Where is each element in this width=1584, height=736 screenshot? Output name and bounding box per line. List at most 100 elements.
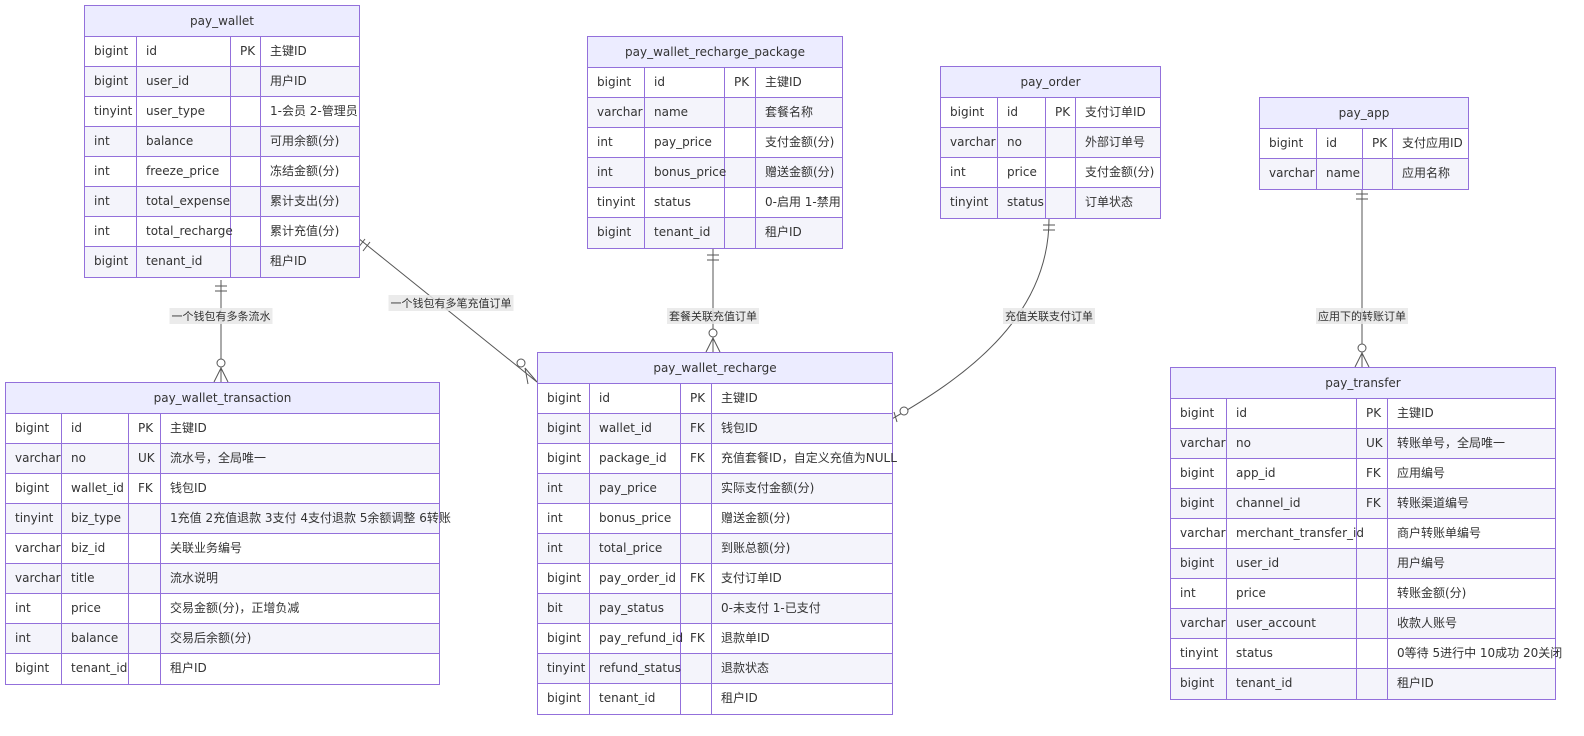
attr-name: total_recharge <box>137 217 233 246</box>
attr-type: bigint <box>538 624 590 653</box>
attr-name: biz_type <box>62 504 129 533</box>
attr-type: int <box>941 158 998 187</box>
relationship-label: 一个钱包有多笔充值订单 <box>388 295 514 311</box>
attr-name: tenant_id <box>1227 669 1357 699</box>
attr-comment: 流水说明 <box>170 571 219 585</box>
attr-type: bigint <box>538 564 590 593</box>
attr-name: pay_status <box>590 594 681 623</box>
attr-key: PK <box>1357 399 1388 428</box>
attr-key <box>231 217 261 246</box>
attr-name: user_type <box>137 97 231 126</box>
attr-key <box>231 67 261 96</box>
attr-key: FK <box>681 444 712 473</box>
attr-name: total_price <box>590 534 681 563</box>
attr-name: biz_id <box>62 534 129 563</box>
attr-name: name <box>1317 159 1363 189</box>
attr-name: id <box>645 68 725 97</box>
attr-type: int <box>538 474 590 503</box>
attr-name: id <box>590 384 681 413</box>
attr-comment: 0-启用 1-禁用 <box>765 195 841 209</box>
attr-name: bonus_price <box>590 504 681 533</box>
attr-type: bigint <box>941 98 998 127</box>
attr-comment: 外部订单号 <box>1085 135 1146 149</box>
attr-comment: 商户转账单编号 <box>1397 526 1482 540</box>
attr-comment: 实际支付金额(分) <box>721 481 815 495</box>
attr-comment: 支付应用ID <box>1402 136 1463 150</box>
attr-type: bigint <box>1171 399 1227 428</box>
attr-name: id <box>137 37 231 66</box>
relationship-line <box>889 218 1050 421</box>
attr-type: varchar <box>1260 159 1317 189</box>
attr-type: varchar <box>1171 609 1227 638</box>
attr-key <box>1357 639 1388 668</box>
attr-type: bit <box>538 594 590 623</box>
attr-type: int <box>85 157 137 186</box>
attr-name: user_account <box>1227 609 1357 638</box>
attr-name: tenant_id <box>645 218 725 248</box>
attr-key: FK <box>129 474 161 503</box>
attr-type: bigint <box>538 444 590 473</box>
attr-comment: 累计支出(分) <box>270 194 340 208</box>
attr-comment: 累计充值(分) <box>270 224 340 238</box>
attr-name: wallet_id <box>62 474 129 503</box>
attr-name: pay_refund_id <box>590 624 683 653</box>
attr-comment: 0-未支付 1-已支付 <box>721 601 821 615</box>
attr-type: bigint <box>538 684 590 714</box>
entity-title: pay_wallet_recharge <box>538 353 892 384</box>
attr-type: varchar <box>6 534 62 563</box>
cardinality-marker <box>705 328 721 353</box>
attr-comment: 租户ID <box>270 254 307 268</box>
attr-key <box>681 594 712 623</box>
attr-comment: 赠送金额(分) <box>765 165 835 179</box>
attr-name: pay_order_id <box>590 564 681 593</box>
attr-type: bigint <box>588 68 645 97</box>
attr-name: no <box>1227 429 1357 458</box>
attr-name: package_id <box>590 444 681 473</box>
attr-key <box>129 504 161 533</box>
attr-key <box>681 504 712 533</box>
attr-name: channel_id <box>1227 489 1357 518</box>
attr-name: status <box>1227 639 1357 668</box>
entity-title: pay_wallet_transaction <box>6 383 439 414</box>
cardinality-marker <box>1356 193 1368 200</box>
attr-comment: 1-会员 2-管理员 <box>270 104 358 118</box>
attr-key <box>129 654 161 684</box>
attr-type: varchar <box>1171 429 1227 458</box>
attr-comment: 主键ID <box>270 44 307 58</box>
attr-name: price <box>1227 579 1357 608</box>
attr-comment: 主键ID <box>1397 406 1434 420</box>
attr-name: bonus_price <box>645 158 726 187</box>
attr-key <box>129 564 161 593</box>
attr-comment: 退款单ID <box>721 631 770 645</box>
cardinality-marker <box>516 358 538 385</box>
attr-type: int <box>85 127 137 156</box>
attr-name: tenant_id <box>137 247 231 277</box>
attr-name: refund_status <box>590 654 681 683</box>
attr-name: balance <box>62 624 129 653</box>
attr-comment: 冻结金额(分) <box>270 164 340 178</box>
attr-key <box>231 97 261 126</box>
attr-name: user_id <box>137 67 231 96</box>
attr-comment: 主键ID <box>721 391 758 405</box>
attr-type: bigint <box>538 384 590 413</box>
attr-type: int <box>588 128 645 157</box>
attr-comment: 转账单号，全局唯一 <box>1397 436 1506 450</box>
